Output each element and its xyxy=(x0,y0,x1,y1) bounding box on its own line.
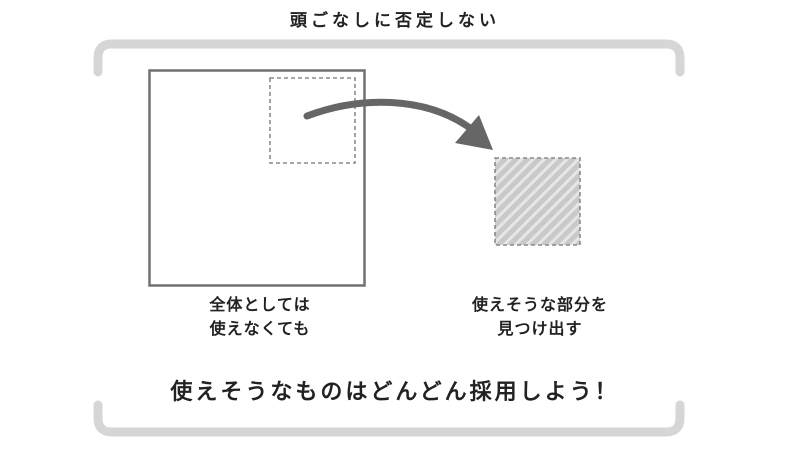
diagram-title: 頭ごなしに否定しない xyxy=(290,11,500,31)
arrow-head-icon xyxy=(455,115,493,150)
right-caption-line-2: 見つけ出す xyxy=(497,319,583,338)
left-caption: 全体としては 使えなくても xyxy=(140,293,380,341)
whole-idea-box xyxy=(148,69,366,287)
usable-part-outline xyxy=(269,77,356,164)
conclusion-text: 使えそうなものはどんどん採用しよう！ xyxy=(170,380,620,405)
frame-bottom-bracket xyxy=(93,400,685,437)
curved-arrow-icon xyxy=(303,98,474,132)
left-caption-line-1: 全体としては xyxy=(209,295,311,314)
right-caption-line-1: 使えそうな部分を xyxy=(471,295,608,314)
left-caption-line-2: 使えなくても xyxy=(209,319,311,338)
extracted-part-box xyxy=(494,157,581,246)
right-caption: 使えそうな部分を 見つけ出す xyxy=(420,293,660,341)
frame-top-bracket xyxy=(93,39,685,77)
